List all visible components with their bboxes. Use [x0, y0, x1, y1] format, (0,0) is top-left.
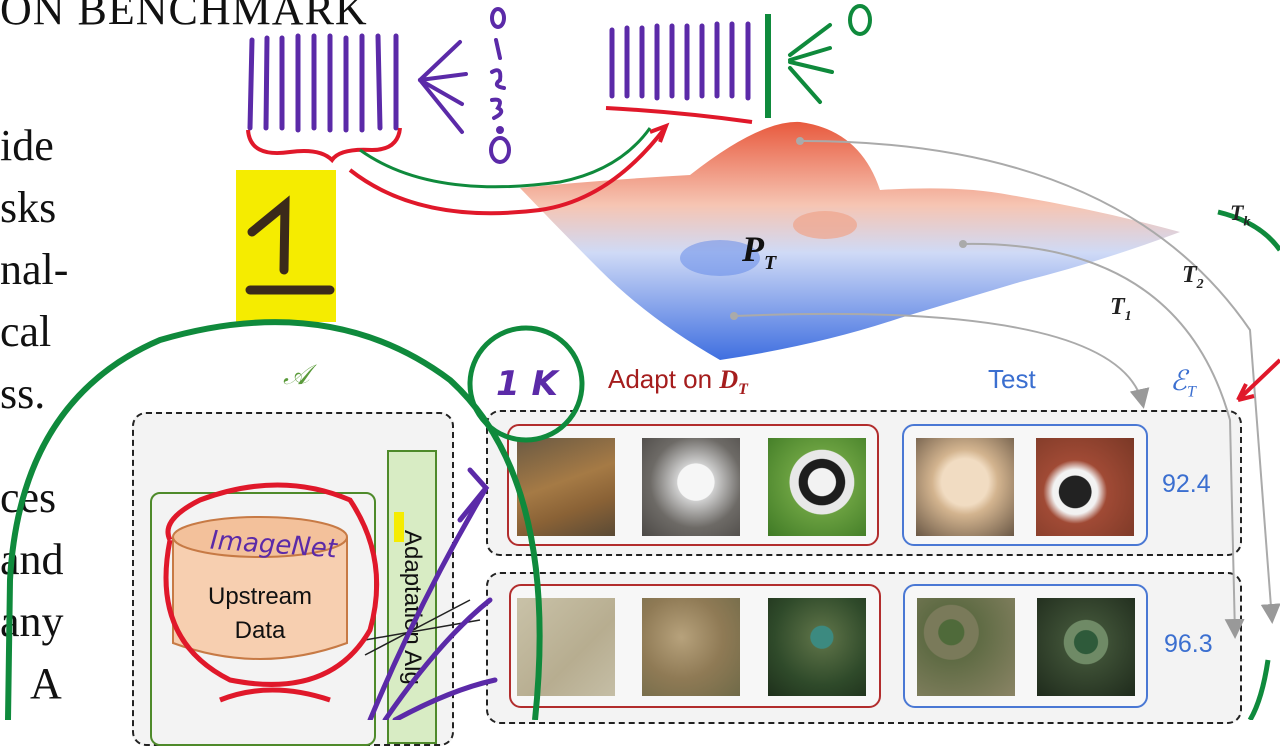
annotation-green-edge: [1217, 209, 1280, 252]
paper-line-2: sks: [0, 183, 57, 232]
adapt-header: Adapt on DT: [608, 364, 748, 399]
thumbnail-aerial-airplane: [517, 598, 615, 696]
task-label-2: T2: [1182, 262, 1204, 292]
annotation-red-circle-upstream: [163, 482, 380, 687]
annotation-red-edge-arrow: [1236, 358, 1280, 402]
thumbnail-dog-papillon: [768, 438, 866, 536]
task-label-k: Tk: [1230, 200, 1251, 230]
annotation-purple-bars-left: [247, 33, 399, 133]
thumbnail-aerial-terrain: [642, 598, 740, 696]
arrow-alg-row1: [364, 599, 471, 656]
annotation-green-fan-right: [788, 23, 834, 104]
thumbnail-dog-brown: [517, 438, 615, 536]
test-header: Test: [988, 364, 1036, 394]
thumbnail-aerial-building: [768, 598, 866, 696]
annotation-green-arrow: [359, 127, 652, 189]
landscape-surface: [520, 121, 1180, 360]
annotation-red-brace-left: [246, 127, 402, 164]
thumbnail-aerial-stadium: [1037, 598, 1135, 696]
adapt-box-1: [507, 424, 879, 546]
annotation-purple-arrows-rows: [367, 467, 498, 720]
thumbnail-dog-white: [642, 438, 740, 536]
annotation-purple-fan-left: [418, 40, 468, 134]
annotation-1k: 1 K: [496, 364, 558, 404]
arrow-task-2: [962, 242, 1245, 639]
paper-heading: ON BENCHMARK: [0, 0, 368, 34]
test-box-1: [902, 424, 1148, 546]
adapt-box-2: [509, 584, 881, 708]
task-landscape: [5, 4, 1280, 720]
paper-line-5: ss.: [0, 369, 46, 418]
arrow-task-1: [733, 312, 1150, 409]
paper-line-1: ide: [0, 121, 54, 170]
annotation-purple-digits: [489, 7, 511, 164]
annotation-green-zero: [848, 4, 872, 36]
paper-line-9: A: [30, 659, 62, 708]
annotation-red-arrow: [348, 126, 667, 216]
thumbnail-cat-persian: [916, 438, 1014, 536]
landscape-valley: [680, 240, 760, 276]
annotation-one: [245, 195, 335, 295]
annotation-red-underline-right: [605, 106, 753, 124]
upstream-data-cylinder: [172, 516, 348, 660]
annotation-green-circle: [5, 319, 543, 720]
score-row-2: 96.3: [1164, 630, 1213, 658]
score-row-1: 92.4: [1162, 470, 1211, 498]
paper-line-4: cal: [0, 307, 52, 356]
annotation-green-circle-1k: [467, 325, 585, 443]
upstream-data-label: Upstream Data: [207, 583, 313, 644]
paper-line-3: nal-: [0, 245, 69, 294]
landscape-peak: [793, 211, 857, 239]
test-box-2: [903, 584, 1148, 708]
thumbnail-dog-pitbull: [1036, 438, 1134, 536]
thumbnail-aerial-fields: [917, 598, 1015, 696]
arrow-task-k: [799, 139, 1280, 624]
algorithm-symbol: 𝒜: [283, 360, 310, 391]
eval-symbol: ℰT: [1170, 366, 1196, 401]
annotation-purple-bars-right: [609, 21, 751, 101]
task-label-1: T1: [1110, 294, 1132, 324]
landscape-label: PT: [742, 229, 777, 275]
highlight-mark: [394, 512, 404, 542]
